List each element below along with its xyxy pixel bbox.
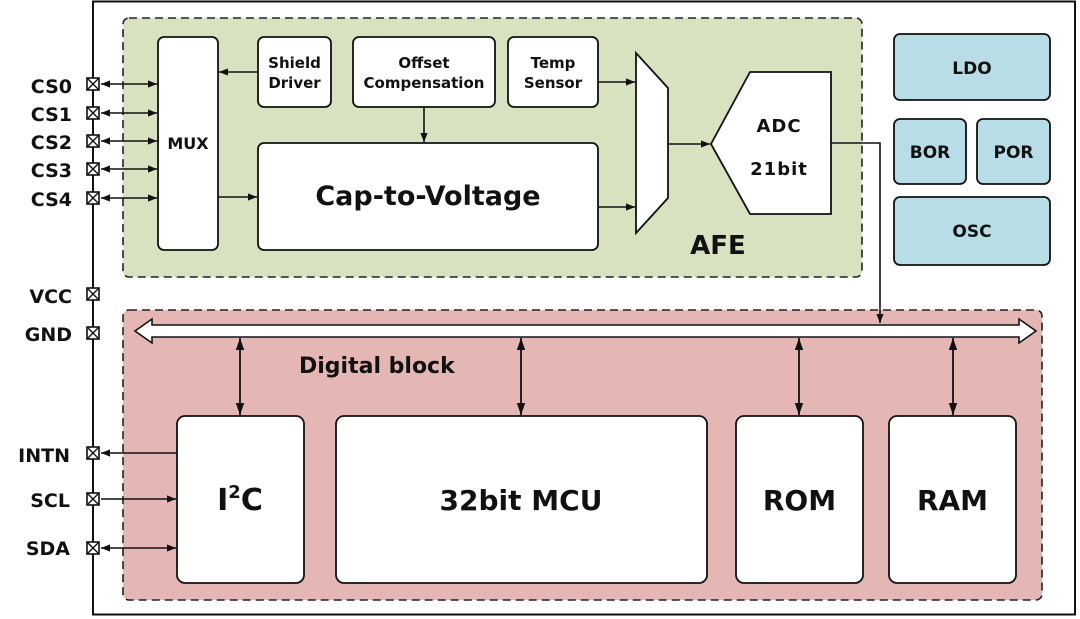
bor-block: BOR xyxy=(893,118,967,185)
pin-vcc: VCC xyxy=(29,286,100,308)
offset-label-2: Compensation xyxy=(364,74,485,92)
pin-cs2: CS2 xyxy=(31,132,100,154)
ram-block: RAM xyxy=(888,415,1017,584)
cap-to-voltage-block: Cap-to-Voltage xyxy=(257,142,599,251)
osc-label: OSC xyxy=(952,222,991,242)
pin-gnd: GND xyxy=(25,324,100,346)
ldo-block: LDO xyxy=(893,33,1051,101)
pin-label-sda: SDA xyxy=(26,538,70,560)
por-block: POR xyxy=(976,118,1051,185)
chip-outline xyxy=(92,0,1076,616)
temp-label-1: Temp xyxy=(531,54,576,72)
i2c-pin-arrows xyxy=(101,449,177,552)
pin-label-gnd: GND xyxy=(25,324,72,346)
adc-to-bus-arrow xyxy=(831,142,884,323)
pin-cs0: CS0 xyxy=(31,76,100,98)
pin-label-vcc: VCC xyxy=(29,286,72,308)
bor-label: BOR xyxy=(910,143,951,163)
osc-block: OSC xyxy=(893,196,1051,266)
cap-to-voltage-label: Cap-to-Voltage xyxy=(315,181,540,212)
adc-block: ADC 21bit xyxy=(709,71,832,215)
afe-label: AFE xyxy=(690,231,746,261)
pin-intn: INTN xyxy=(18,445,100,467)
pin-cs4: CS4 xyxy=(31,189,100,211)
pin-label-intn: INTN xyxy=(18,445,70,467)
pin-column: CS0 CS1 CS2 CS3 CS4 VCC xyxy=(18,76,100,560)
pin-label-cs2: CS2 xyxy=(31,132,72,154)
adc-bits-label: 21bit xyxy=(750,159,808,180)
pin-cs3: CS3 xyxy=(31,160,100,182)
pin-label-cs4: CS4 xyxy=(31,189,72,211)
pin-label-cs0: CS0 xyxy=(31,76,72,98)
pin-label-cs1: CS1 xyxy=(31,104,72,126)
shield-driver-label-2: Driver xyxy=(268,74,321,92)
pin-label-cs3: CS3 xyxy=(31,160,72,182)
temp-sensor-block: Temp Sensor xyxy=(507,36,599,108)
bus-block-arrows xyxy=(235,338,958,415)
por-label: POR xyxy=(993,143,1033,163)
mux-block: MUX xyxy=(157,36,219,251)
digital-bus xyxy=(133,317,1038,345)
i2c-label: I2C xyxy=(217,482,263,518)
pin-sda: SDA xyxy=(26,538,100,560)
offset-compensation-block: Offset Compensation xyxy=(352,36,496,108)
temp-label-2: Sensor xyxy=(524,74,583,92)
mcu-label: 32bit MCU xyxy=(440,484,603,517)
mcu-block: 32bit MCU xyxy=(335,415,708,584)
ldo-label: LDO xyxy=(952,59,991,79)
digital-block-label: Digital block xyxy=(299,354,456,379)
mux-label: MUX xyxy=(167,134,209,153)
offset-label-1: Offset xyxy=(398,54,449,72)
analog-selector xyxy=(635,50,669,236)
pin-scl: SCL xyxy=(30,490,100,512)
i2c-block: I2C xyxy=(176,415,305,584)
cs-mux-arrows xyxy=(101,80,157,202)
ram-label: RAM xyxy=(917,484,988,517)
rom-block: ROM xyxy=(735,415,864,584)
shield-driver-label-1: Shield xyxy=(268,54,321,72)
pin-label-scl: SCL xyxy=(30,490,70,512)
shield-driver-block: Shield Driver xyxy=(257,36,332,108)
pin-cs1: CS1 xyxy=(31,104,100,126)
rom-label: ROM xyxy=(763,484,836,517)
adc-label: ADC xyxy=(756,116,801,137)
